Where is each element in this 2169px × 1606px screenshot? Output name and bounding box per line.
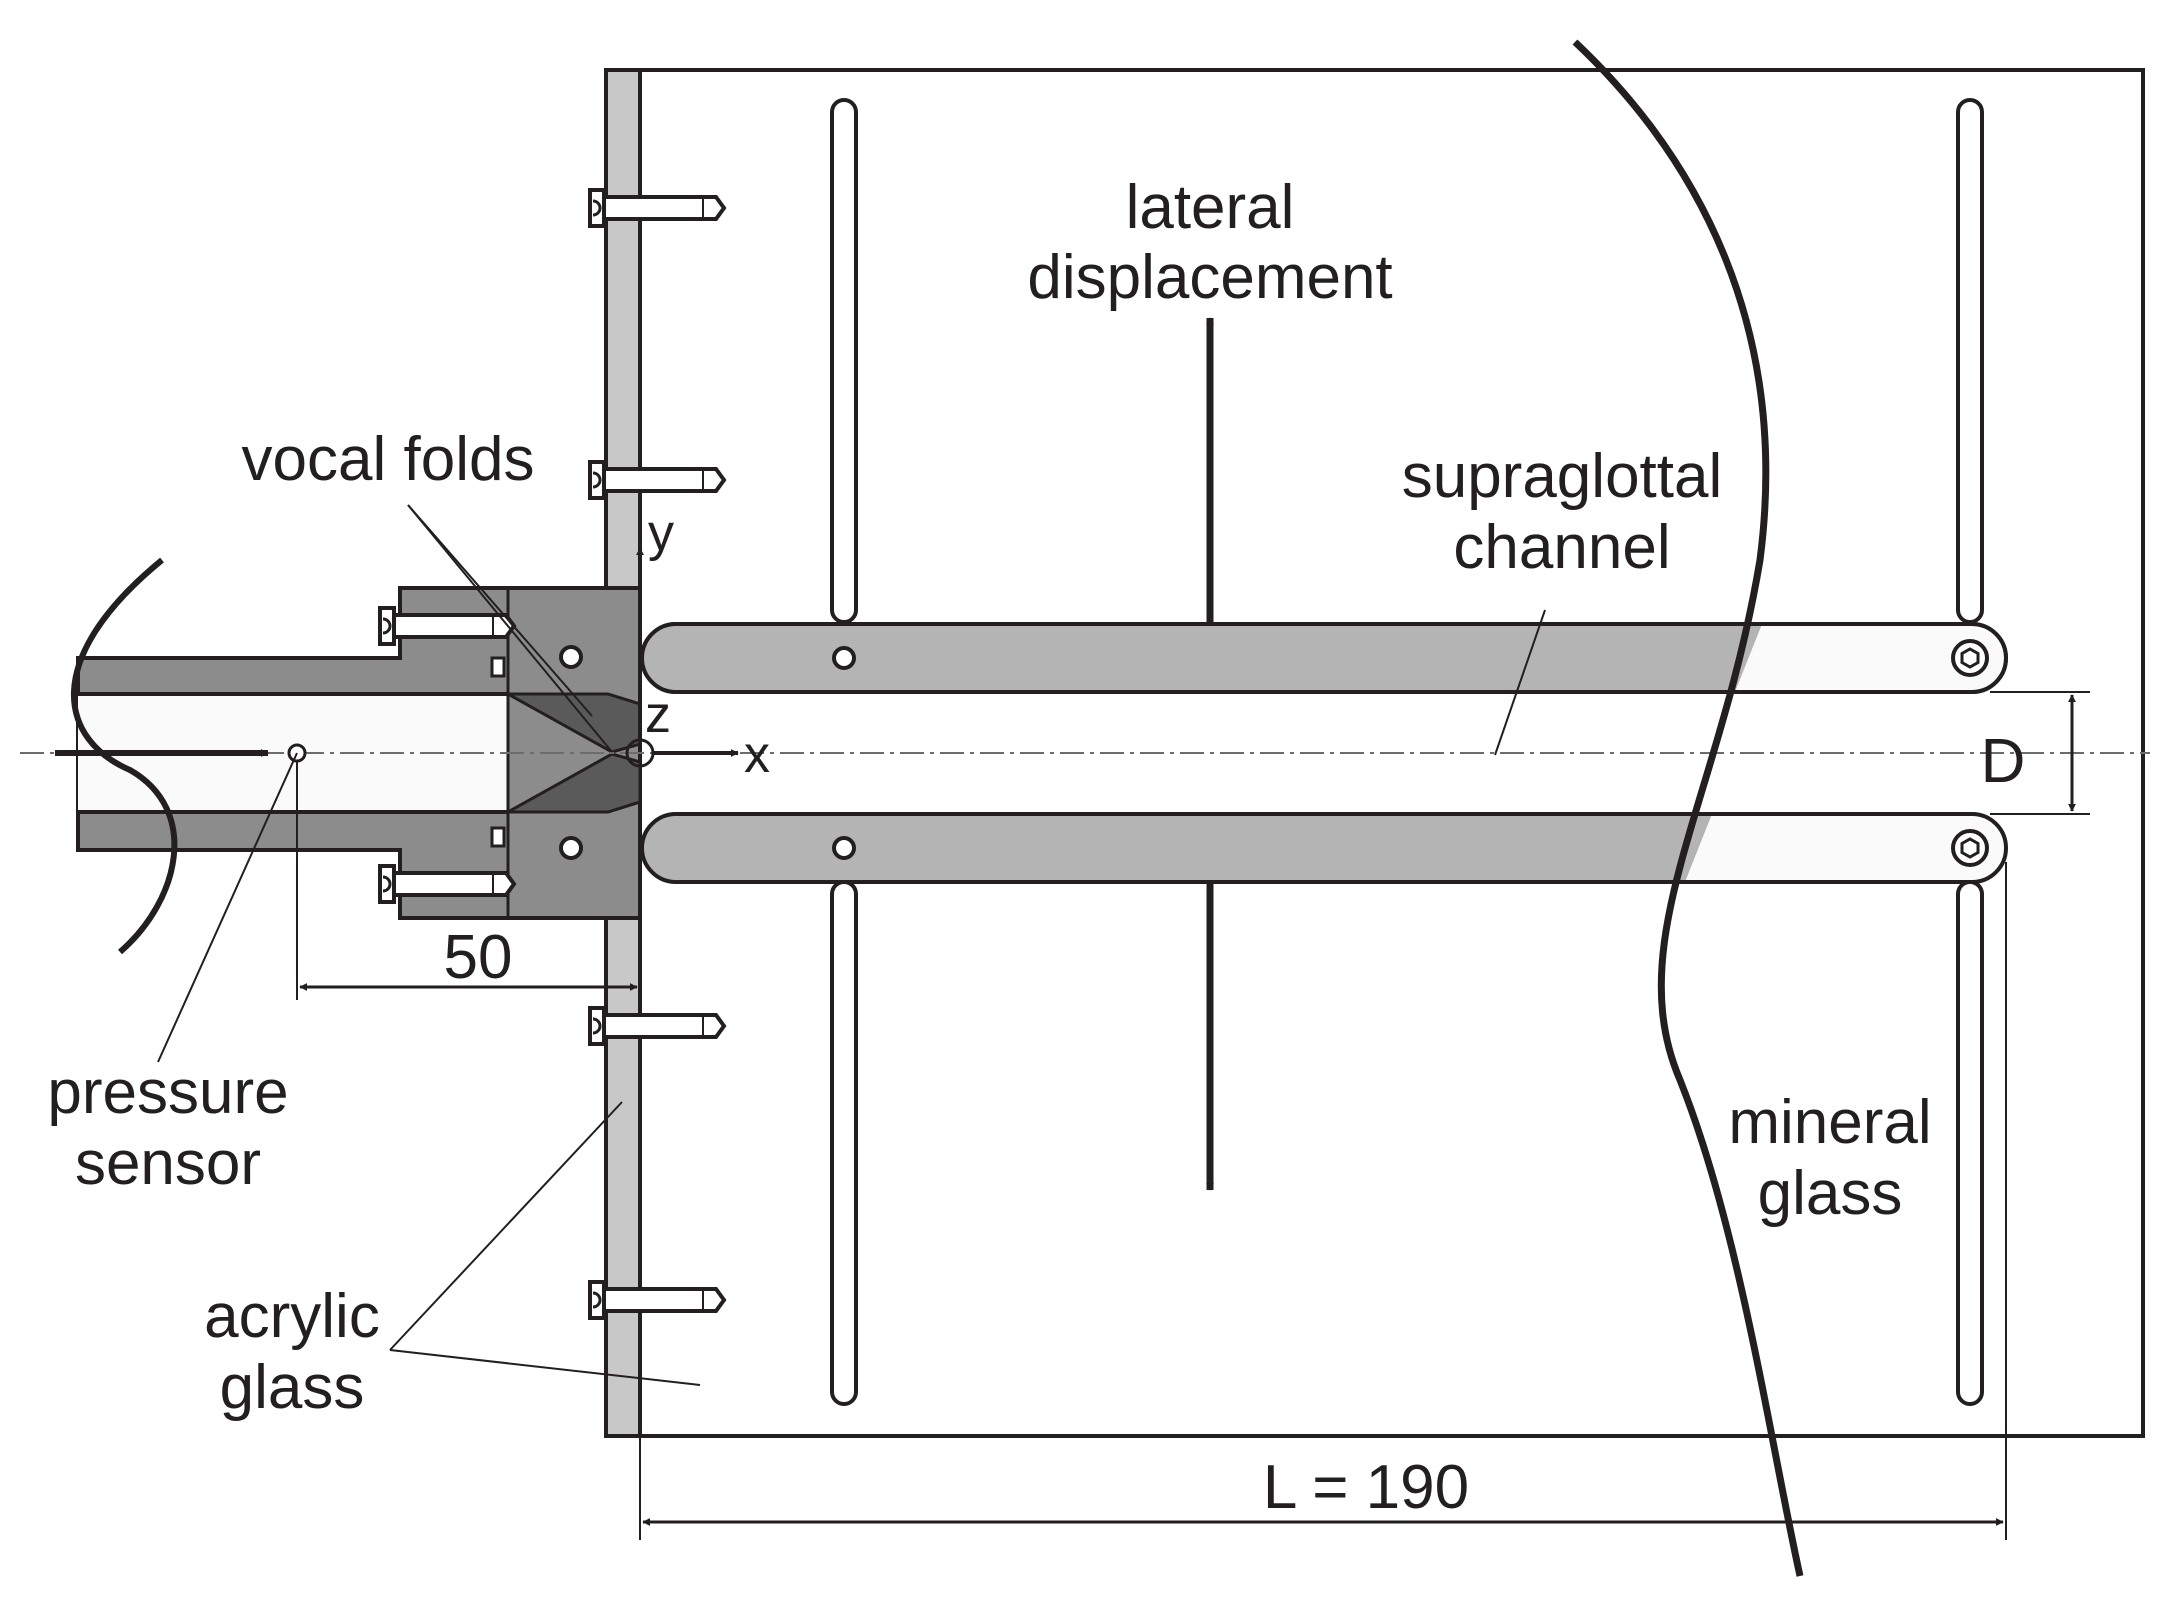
dimension-D-label: D: [1981, 727, 2026, 796]
leader-lines: [389, 504, 1546, 1386]
y-axis-label: y: [648, 504, 674, 562]
inflow-break-line: [71, 557, 178, 955]
x-axis-label: x: [744, 726, 770, 784]
mineral-glass-break-line: [1572, 39, 1804, 1577]
supraglottal-label-1: supraglottal: [1402, 442, 1723, 511]
lower-channel-wall: [640, 812, 2008, 884]
pressure-sensor-leader: [157, 752, 298, 1063]
z-axis-label: z: [645, 686, 671, 744]
dimension-50: 50: [296, 761, 638, 1000]
lateral-displacement-label-2: displacement: [1027, 243, 1392, 312]
dimension-50-label: 50: [444, 923, 513, 992]
upper-channel-wall: [640, 622, 2008, 694]
acrylic-glass-label-1: acrylic: [204, 1282, 380, 1351]
vocal-fold-lower: [502, 752, 642, 814]
dimension-L-label: L = 190: [1263, 1453, 1469, 1522]
dimension-L: L = 190: [639, 862, 2007, 1540]
acrylic-glass-label-2: glass: [220, 1353, 365, 1422]
mineral-glass-label-1: mineral: [1728, 1088, 1931, 1157]
lateral-displacement-label-1: lateral: [1126, 173, 1295, 242]
pressure-sensor-label-1: pressure: [47, 1058, 288, 1127]
supraglottal-label-2: channel: [1453, 513, 1670, 582]
dimension-D: D: [1981, 691, 2090, 815]
pressure-sensor-label-2: sensor: [75, 1129, 261, 1198]
vocal-folds-label: vocal folds: [242, 425, 535, 494]
mineral-glass-label-2: glass: [1758, 1159, 1903, 1228]
